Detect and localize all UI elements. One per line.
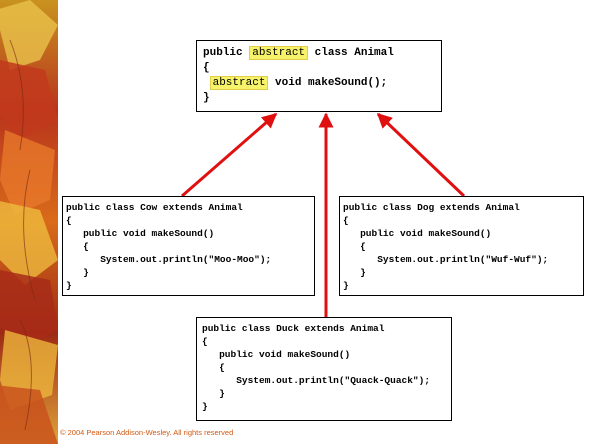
duck-line: } [202,388,225,399]
animal-line-1-pre: public [203,47,250,59]
animal-line-3: abstract void makeSound(); [203,76,435,91]
dog-line: public class Dog extends Animal [343,202,520,213]
animal-line-4: } [203,92,210,104]
cow-line: System.out.println("Moo-Moo"); [66,254,272,265]
animal-class-box: public abstract class Animal { abstract … [196,40,442,112]
animal-line-1-post: class Animal [308,47,394,59]
dog-line: } [343,267,366,278]
cow-class-box: public class Cow extends Animal { public… [62,196,315,296]
dog-line: public void makeSound() [343,228,492,239]
duck-line: } [202,401,208,412]
abstract-method-keyword-highlight: abstract [209,76,269,90]
cow-line: } [66,267,89,278]
dog-line: System.out.println("Wuf-Wuf"); [343,254,549,265]
cow-line: public void makeSound() [66,228,215,239]
cow-to-animal-arrow [181,112,278,198]
duck-line: System.out.println("Quack-Quack"); [202,375,431,386]
dog-to-animal-arrow [376,112,466,198]
dog-line: { [343,215,349,226]
animal-line-1: public abstract class Animal [203,46,435,61]
duck-line: public class Duck extends Animal [202,323,385,334]
animal-line-2: { [203,62,210,74]
dog-line: { [343,241,366,252]
cow-line: { [66,241,89,252]
copyright-footer: © 2004 Pearson Addison-Wesley. All right… [60,428,234,437]
duck-line: public void makeSound() [202,349,351,360]
autumn-leaves-image [0,0,58,444]
cow-line: { [66,215,72,226]
cow-line: public class Cow extends Animal [66,202,243,213]
animal-line-3-post: void makeSound(); [268,77,388,89]
cow-line: } [66,280,72,291]
dog-line: } [343,280,349,291]
abstract-keyword-highlight: abstract [249,46,309,60]
duck-line: { [202,362,225,373]
duck-line: { [202,336,208,347]
dog-class-box: public class Dog extends Animal { public… [339,196,584,296]
duck-class-box: public class Duck extends Animal { publi… [196,317,452,421]
